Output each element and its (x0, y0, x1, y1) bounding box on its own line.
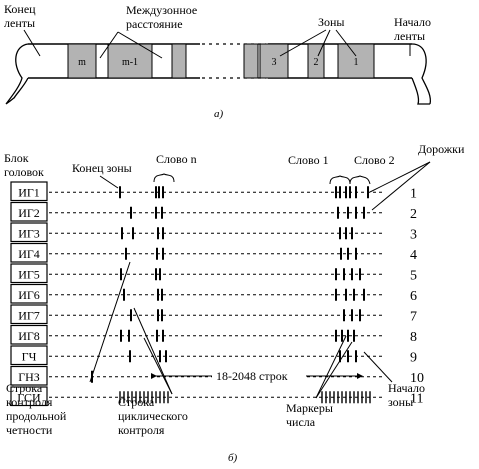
zone-start-b-2: зоны (388, 395, 413, 409)
zone-block-3 (259, 43, 289, 79)
track-number: 8 (410, 330, 417, 345)
head-cell (10, 222, 48, 243)
head-block-title-2: головок (4, 165, 44, 179)
zone-end-label: Конец зоны (72, 161, 132, 175)
head-label: ИГ6 (18, 288, 40, 302)
zone-block-partial-right (243, 43, 259, 79)
track-number: 11 (410, 391, 423, 406)
head-label: ГНЗ (18, 370, 40, 384)
pointer-zone-end (99, 175, 119, 189)
head-cell (10, 304, 48, 325)
zone-start-b-1: Начало (388, 381, 425, 395)
panel-a: m m-1 3 2 1 Конец ленты Междузонное расс… (4, 2, 432, 120)
cyclic-check-3: контроля (118, 423, 165, 437)
head-label: ИГ1 (18, 185, 40, 199)
row-count-label: 18-2048 строк (216, 369, 288, 383)
number-markers-1: Маркеры (286, 401, 333, 415)
track-number: 5 (410, 268, 417, 283)
longitudinal-check-1: Строка (6, 381, 43, 395)
tape-start-label-2: ленты (394, 29, 425, 43)
head-label: ИГ2 (18, 206, 40, 220)
pointer-longitudinal (89, 261, 131, 383)
head-cell (10, 365, 48, 386)
word-n-label: Слово n (156, 152, 197, 166)
longitudinal-check-3: продольной (6, 409, 67, 423)
panel-b: Блок головок Конец зоны Слово n Слово 1 … (4, 142, 465, 464)
pointer-markers-b (315, 341, 353, 399)
panel-b-caption: б) (228, 452, 238, 464)
track-number: 4 (410, 248, 417, 263)
inter-zone-gap-label-1: Междузонное (126, 3, 197, 17)
zone-block-partial-left (171, 43, 187, 79)
track-number: 6 (410, 289, 417, 304)
pointer-tape-end (23, 29, 41, 57)
tracks-area (49, 186, 382, 404)
word-2-label: Слово 2 (354, 153, 395, 167)
track-number: 9 (410, 350, 417, 365)
pointer-tracks-2 (371, 161, 431, 211)
cyclic-check-1: Строка (118, 395, 155, 409)
zone-block-m-1 (107, 43, 153, 79)
zone-block-1 (337, 43, 375, 79)
head-cell (10, 345, 48, 366)
zone-block-m (67, 43, 97, 79)
head-label: ИГ7 (18, 308, 40, 322)
pointer-zones-1 (335, 29, 357, 57)
longitudinal-check-2: контроля (6, 395, 53, 409)
word-2-brace (349, 175, 371, 185)
word-1-label: Слово 1 (288, 153, 329, 167)
pointer-zone-start (363, 351, 393, 383)
pointer-cyclic-a (133, 307, 173, 395)
track-number: 10 (410, 371, 424, 386)
zone-block-m-1-label: m-1 (122, 57, 138, 68)
zone-block-3-label: 3 (272, 57, 277, 68)
track-numbers: 1 2 3 4 5 6 7 8 9 10 11 (410, 186, 424, 406)
track-number: 3 (410, 227, 417, 242)
tape-right-curl (411, 43, 432, 105)
track-number: 7 (410, 309, 417, 324)
tracks-label: Дорожки (418, 142, 465, 156)
pointer-tracks-1 (369, 161, 431, 193)
inter-zone-gap-label-2: расстояние (126, 17, 183, 31)
tape-start-label-1: Начало (394, 15, 431, 29)
zone-block-m-label: m (78, 57, 86, 68)
head-cell (10, 324, 48, 345)
track-number: 1 (410, 186, 417, 201)
head-label: ГЧ (22, 349, 37, 363)
cyclic-check-2: циклического (118, 409, 188, 423)
head-cell (10, 181, 48, 202)
pointer-zones-2 (317, 29, 331, 57)
head-cell (10, 283, 48, 304)
track-number: 2 (410, 207, 417, 222)
panel-a-caption: а) (214, 108, 224, 120)
head-cell (10, 263, 48, 284)
tape-end-label-1: Конец (4, 2, 36, 16)
zones-label: Зоны (318, 15, 345, 29)
pointer-cyclic-b (143, 337, 173, 395)
head-label: ИГ3 (18, 226, 40, 240)
head-label: ИГ5 (18, 267, 40, 281)
longitudinal-check-4: четности (6, 423, 53, 437)
zone-block-2-label: 2 (314, 57, 319, 68)
pointer-gap-left (99, 31, 119, 59)
number-markers-2: числа (286, 415, 316, 429)
head-label: ИГ8 (18, 329, 40, 343)
head-label: ИГ4 (18, 247, 40, 261)
head-cell (10, 201, 48, 222)
head-cell (10, 242, 48, 263)
zone-block-1-label: 1 (354, 57, 359, 68)
pointer-zones-3 (279, 29, 327, 57)
pointer-gap-right (117, 31, 163, 59)
word-1-brace (329, 175, 351, 185)
head-cell (10, 386, 48, 407)
tape-left-curl (5, 43, 29, 105)
row-count-box (212, 368, 306, 384)
pointer-markers-a (315, 335, 347, 399)
tape-end-label-2: ленты (4, 16, 35, 30)
word-n-brace (153, 173, 175, 183)
head-block-title-1: Блок (4, 151, 29, 165)
head-label: ГСИ (17, 390, 41, 404)
